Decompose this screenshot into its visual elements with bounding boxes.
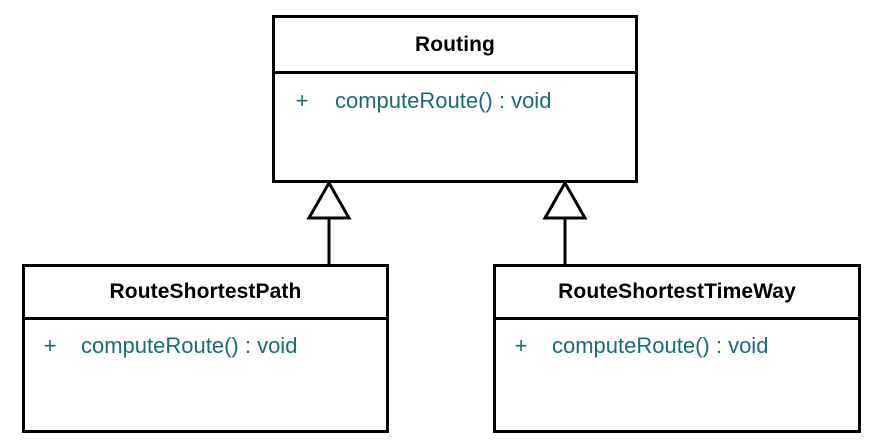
uml-class-routing[interactable]: Routing + computeRoute() : void [272, 15, 638, 183]
method-signature: computeRoute() : void [81, 333, 298, 358]
class-compartment-divider [275, 71, 635, 74]
hollow-triangle-arrowhead-icon [306, 179, 352, 220]
methods-compartment-routing: + computeRoute() : void [275, 74, 635, 180]
method-row[interactable]: + computeRoute() : void [506, 333, 769, 359]
class-name-route-shortest-time-way: RouteShortestTimeWay [558, 280, 796, 303]
hollow-triangle-arrowhead-icon [542, 179, 588, 220]
method-row[interactable]: + computeRoute() : void [35, 333, 298, 359]
uml-class-route-shortest-path[interactable]: RouteShortestPath + computeRoute() : voi… [22, 264, 389, 433]
method-signature: computeRoute() : void [552, 333, 769, 358]
visibility-marker: + [43, 333, 57, 358]
generalization-route-shortest-time-way[interactable] [542, 179, 588, 264]
class-name-routing: Routing [414, 32, 495, 56]
method-row[interactable]: + computeRoute() : void [287, 88, 552, 114]
visibility-marker: + [514, 333, 528, 358]
class-name-route-shortest-path: RouteShortestPath [109, 280, 302, 303]
methods-compartment-route-shortest-time-way: + computeRoute() : void [496, 320, 858, 430]
visibility-marker: + [295, 88, 309, 113]
class-compartment-divider [25, 317, 386, 320]
uml-class-route-shortest-time-way[interactable]: RouteShortestTimeWay + computeRoute() : … [493, 264, 861, 433]
generalization-route-shortest-path[interactable] [306, 179, 352, 264]
class-compartment-divider [496, 317, 858, 320]
method-signature: computeRoute() : void [335, 88, 552, 113]
methods-compartment-route-shortest-path: + computeRoute() : void [25, 320, 386, 430]
